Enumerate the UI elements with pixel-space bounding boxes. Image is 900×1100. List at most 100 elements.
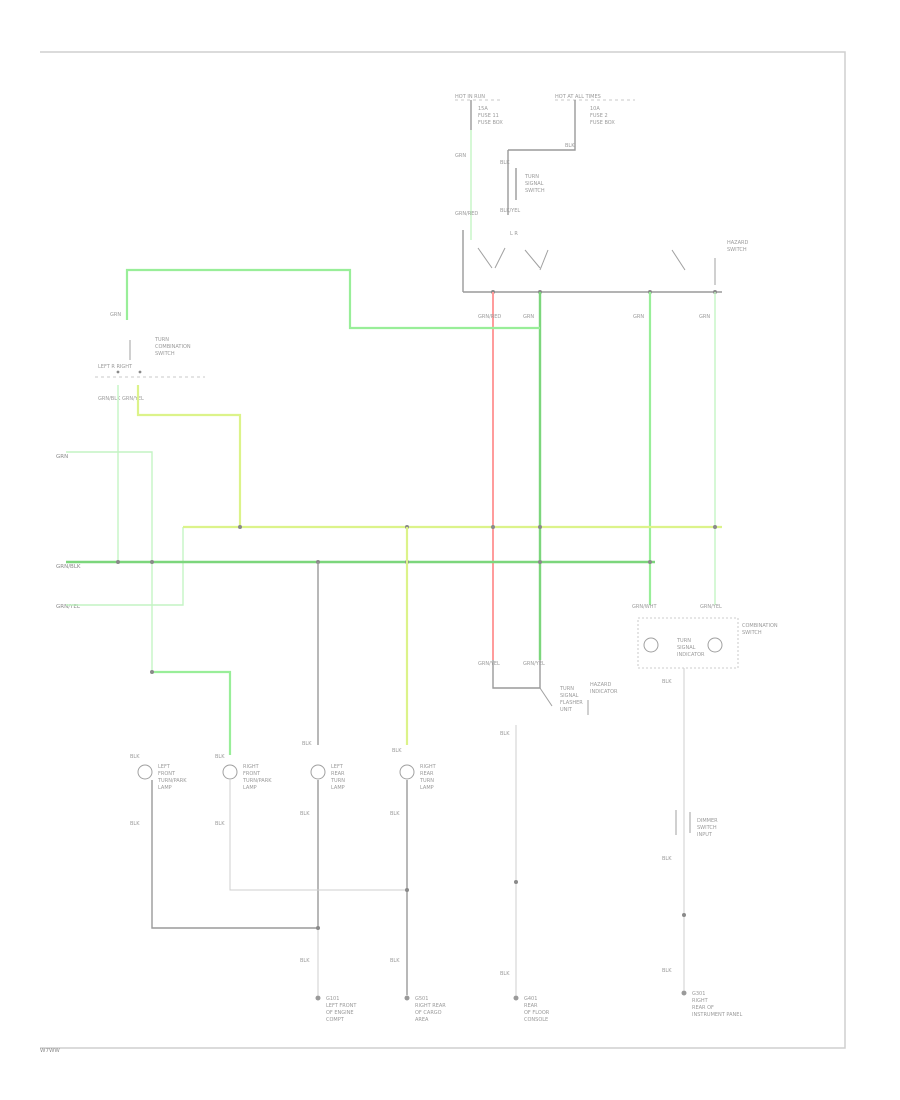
lamp-left-front: BLK LEFT FRONT TURN/PARK LAMP (130, 754, 187, 791)
lamp-right-front: BLK RIGHT FRONT TURN/PARK LAMP (215, 754, 272, 791)
input-label-1: GRN (56, 454, 68, 460)
flasher-line3: FLASHER (560, 700, 583, 706)
wire-code-w13: GRN (633, 314, 644, 320)
wire-code-w6: GRN/WHT (632, 604, 657, 610)
wire-code-w21: BLK (215, 754, 225, 760)
dimmer-line3: INPUT (697, 832, 713, 838)
wire-code-w11: GRN/RED (478, 314, 501, 320)
lamp4-line2: REAR (420, 771, 434, 777)
indicator-line1: TURN (676, 638, 691, 644)
fuse-right-title: HOT AT ALL TIMES (555, 94, 601, 100)
wire-code-w20: BLK (130, 754, 140, 760)
flasher-top: BLK TURN SIGNAL SWITCH BLK/YEL (500, 150, 545, 215)
hazard-ind-line1: HAZARD (590, 682, 612, 688)
ground-g501: BLK G501 RIGHT REAR OF CARGO AREA (390, 958, 446, 1023)
wire-code-w2: GRN (455, 153, 466, 159)
hazard-switch-line1: HAZARD (727, 240, 749, 246)
combo-right-line2: SWITCH (742, 630, 762, 636)
flasher-line4: UNIT (560, 707, 573, 713)
ground3-line2: REAR (524, 1003, 538, 1009)
flasher-line2: SIGNAL (560, 693, 579, 699)
flasher-line1: TURN (559, 686, 574, 692)
lamp1-line4: LAMP (158, 785, 172, 791)
wire-code-w3: GRN/RED (455, 211, 478, 217)
input-label-3: GRN/YEL (56, 604, 81, 610)
ground1-line3: OF ENGINE (326, 1010, 354, 1016)
wire-code-w4: GRN/YEL (523, 661, 545, 667)
lamp-right-rear: BLK RIGHT REAR TURN LAMP (392, 748, 437, 791)
wire-code-w5: GRN (699, 314, 710, 320)
fuse-left-title: HOT IN RUN (455, 94, 485, 100)
ground2-line1: G501 (415, 996, 428, 1002)
top-switch-line2: SIGNAL (525, 181, 544, 187)
lamp1-line2: FRONT (158, 771, 176, 777)
ground3-line1: G401 (524, 996, 537, 1002)
switch-position-label: LEFT R RIGHT (98, 364, 133, 370)
right-combination-switch: GRN/WHT GRN/YEL COMBINATION SWITCH TURN … (632, 604, 778, 669)
ground4-line2: RIGHT (692, 998, 709, 1004)
fuse-block-right: HOT AT ALL TIMES 10A FUSE 2 FUSE BOX (555, 94, 635, 130)
wire-code-w9: GRN/BLK (98, 396, 121, 402)
ground3-line4: CONSOLE (524, 1017, 548, 1023)
wire-code-w12: GRN (523, 314, 534, 320)
ground3-line3: OF FLOOR (524, 1010, 550, 1016)
ground-g301: BLK G301 RIGHT REAR OF INSTRUMENT PANEL (662, 968, 742, 1018)
lamp2-line1: RIGHT (243, 764, 260, 770)
wire-code-w14: BLK (565, 143, 575, 149)
combo-left-line2: COMBINATION (155, 344, 191, 350)
fuse-block-left: HOT IN RUN 15A FUSE 11 FUSE BOX (455, 94, 503, 130)
wire-code-w24: BLK (130, 821, 140, 827)
lamp4-line4: LAMP (420, 785, 434, 791)
fuse-right-line1: 10A (590, 106, 600, 112)
ground2-code: BLK (390, 958, 400, 964)
lamp2-ground-code: BLK (215, 821, 225, 827)
combo-left-line1: TURN (154, 337, 169, 343)
lamp2-line2: FRONT (243, 771, 261, 777)
lamp4-line1: RIGHT (420, 764, 437, 770)
dimmer-line2: SWITCH (697, 825, 717, 831)
lamp3-line1: LEFT (331, 764, 344, 770)
lamp2-line4: LAMP (243, 785, 257, 791)
ground4-line4: INSTRUMENT PANEL (692, 1012, 742, 1018)
dimmer-switch: DIMMER SWITCH INPUT BLK (662, 810, 718, 917)
ground1-line1: G101 (326, 996, 339, 1002)
top-switch-line1: TURN (524, 174, 539, 180)
ground1-code: BLK (300, 958, 310, 964)
dimmer-line1: DIMMER (697, 818, 718, 824)
lamp3-line4: LAMP (331, 785, 345, 791)
ground4-line3: REAR OF (692, 1005, 714, 1011)
fuse-left-line3: FUSE BOX (478, 120, 503, 126)
lamp-left-rear: BLK LEFT REAR TURN LAMP (302, 741, 345, 791)
fuse-right-line2: FUSE 2 (590, 113, 608, 119)
input-label-2: GRN/BLK (56, 564, 81, 570)
fuse-right-line3: FUSE BOX (590, 120, 615, 126)
wire-code-w8: GRN/YEL (700, 604, 722, 610)
wire-code-w23: BLK (392, 748, 402, 754)
wire-code-w7: GRN (110, 312, 121, 318)
wire-code-w19: BLK (500, 731, 510, 737)
wire-code-w1: GRN/YEL (478, 661, 500, 667)
lamp2-line3: TURN/PARK (242, 778, 272, 784)
switch-contact-label: L R (510, 231, 518, 237)
lamp1-line3: TURN/PARK (157, 778, 187, 784)
ground-g401: BLK G401 REAR OF FLOOR CONSOLE (500, 971, 550, 1023)
fuse-left-line2: FUSE 11 (478, 113, 499, 119)
combo-right-line1: COMBINATION (742, 623, 778, 629)
indicator-line3: INDICATOR (677, 652, 705, 658)
wire-code-w17: BLK (662, 679, 672, 685)
lamp4-line3: TURN (419, 778, 434, 784)
wire-code-w10: GRN/YEL (122, 396, 144, 402)
footer-code: W7WW (40, 1048, 60, 1054)
ground3-code: BLK (500, 971, 510, 977)
lamp1-line1: LEFT (158, 764, 171, 770)
ground4-line1: G301 (692, 991, 705, 997)
ground1-line4: COMPT (326, 1017, 345, 1023)
wire-code-w18: BLK (662, 856, 672, 862)
ground-g101: BLK G101 LEFT FRONT OF ENGINE COMPT (300, 958, 357, 1023)
left-inputs: GRN GRN/BLK GRN/YEL (56, 451, 184, 672)
diagram-frame (40, 51, 846, 1049)
hazard-switch-line2: SWITCH (727, 247, 747, 253)
wire-code-w22: BLK (302, 741, 312, 747)
wire-code-w16: BLK/YEL (500, 208, 520, 214)
